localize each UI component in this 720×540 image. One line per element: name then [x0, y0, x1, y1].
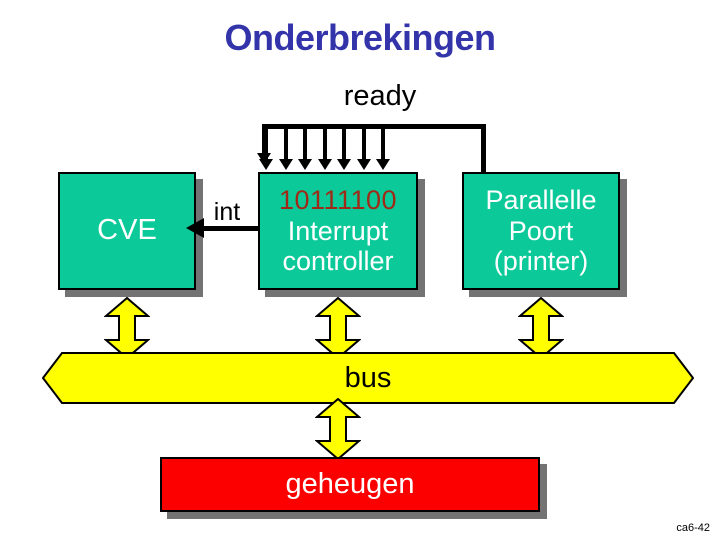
interrupt-arrow-3 [278, 129, 293, 170]
interrupt-arrow-8 [376, 129, 390, 170]
block-cpu-label: CVE [97, 214, 157, 247]
int-signal-label: int [213, 198, 241, 226]
bus-connector-arrow-cpu [104, 297, 150, 359]
block-interrupt-controller-label-line2: controller [282, 246, 394, 277]
bus-connector-arrow-memory [315, 398, 361, 460]
bus-connector-arrow-interrupt-controller [315, 297, 361, 359]
block-cpu[interactable]: CVE [58, 172, 196, 290]
block-interrupt-controller-label-line1: Interrupt [287, 215, 389, 246]
block-parallel-port-label-line1: Parallelle [485, 184, 597, 215]
block-parallel-port[interactable]: Parallelle Poort (printer) [462, 172, 620, 290]
ready-horizontal-wire [262, 124, 486, 129]
interrupt-arrow-7 [356, 129, 371, 170]
int-arrow-shaft [202, 226, 258, 231]
block-parallel-port-label-line2: Poort [508, 215, 574, 246]
int-arrow-head-icon [186, 218, 204, 238]
interrupt-arrow-5 [317, 129, 332, 170]
block-interrupt-controller[interactable]: 10111100 Interrupt controller [258, 172, 418, 290]
interrupt-arrow-4 [298, 129, 312, 170]
interrupt-arrow-6 [337, 129, 351, 170]
system-bus [42, 352, 694, 404]
page-title: Onderbrekingen [224, 17, 496, 58]
bus-connector-arrow-parallel-port [518, 297, 564, 359]
ready-signal-label: ready [343, 80, 417, 112]
block-memory[interactable]: geheugen [160, 457, 540, 512]
block-memory-label: geheugen [285, 467, 415, 500]
interrupt-arrow-2 [259, 129, 273, 170]
ready-right-drop-wire [481, 124, 486, 174]
slide-reference-code: ca6-42 [676, 522, 710, 534]
interrupt-register-value: 10111100 [278, 184, 398, 215]
block-parallel-port-label-line3: (printer) [493, 246, 589, 277]
